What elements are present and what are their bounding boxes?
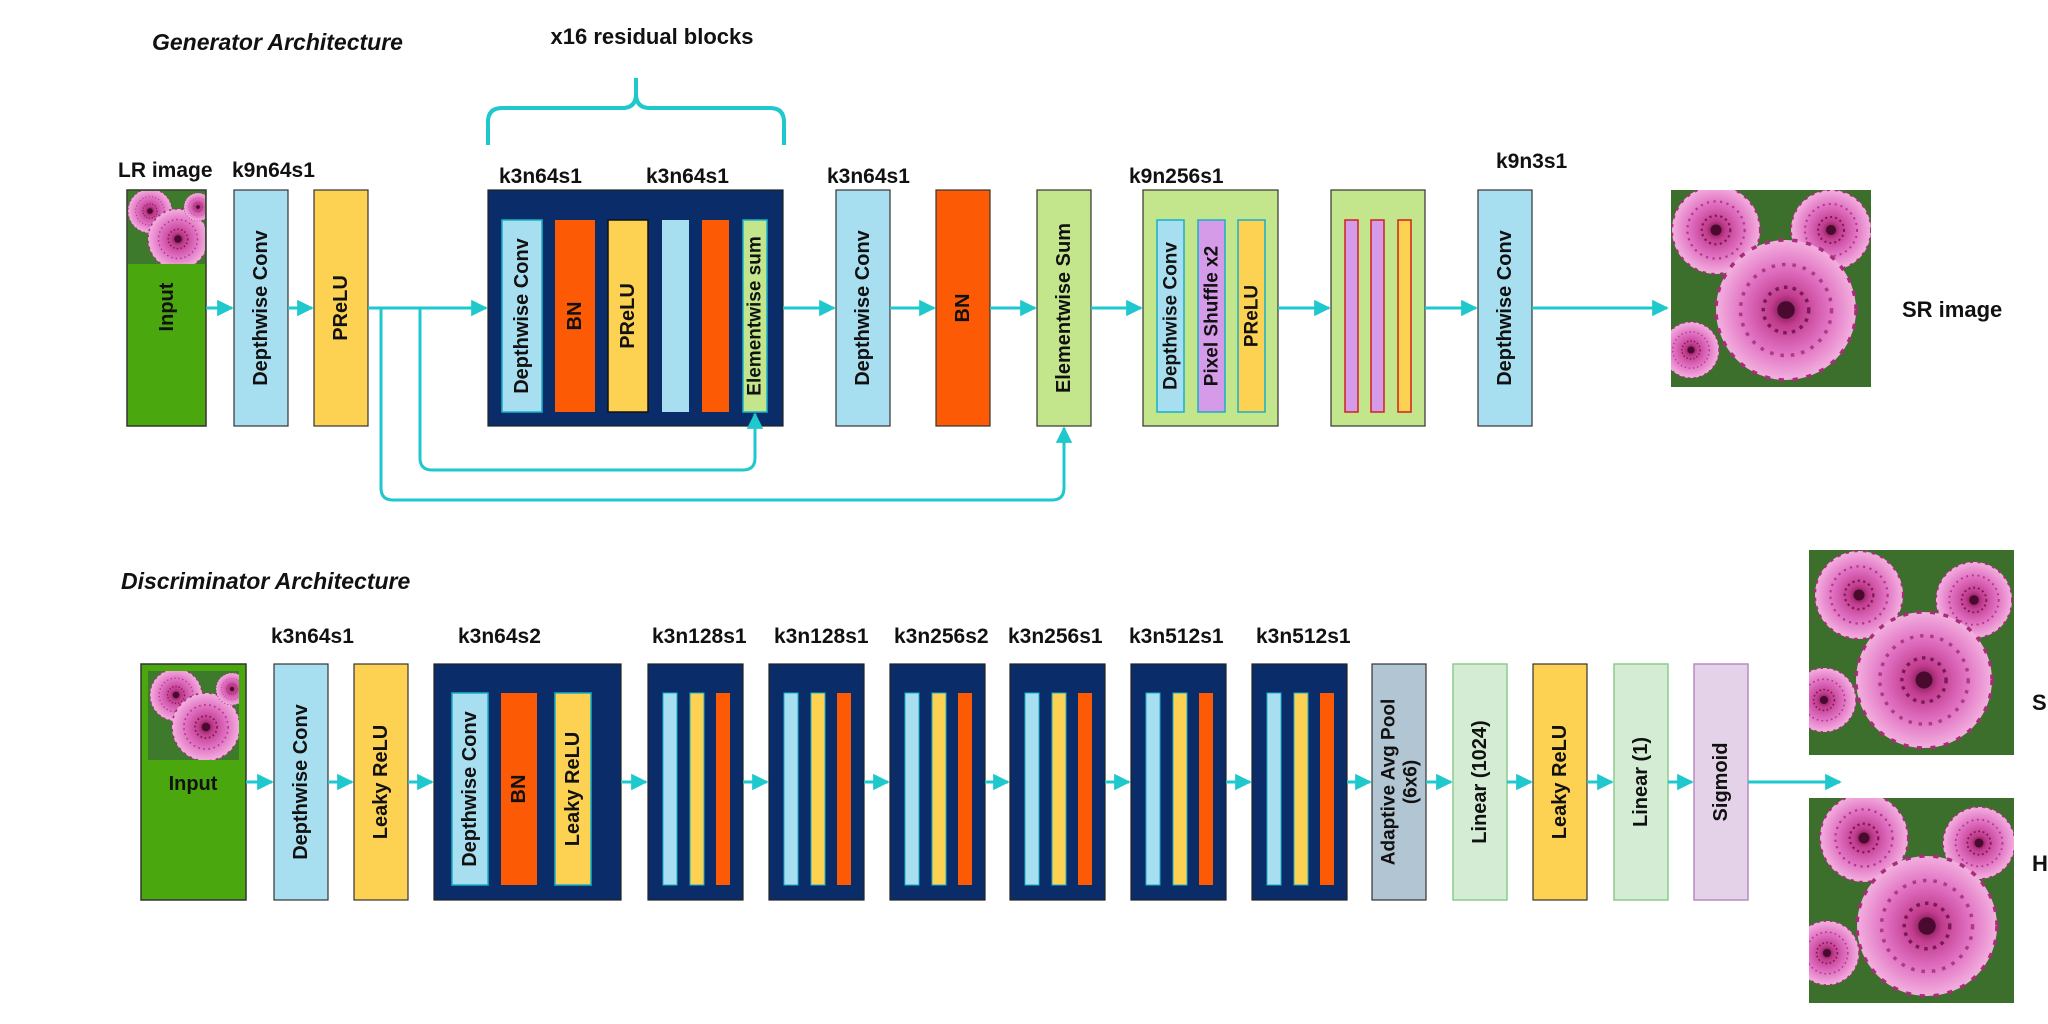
disc-linear-1024-text: Linear (1024) (1469, 720, 1491, 843)
disc-sigmoid: Sigmoid (1693, 663, 1749, 901)
disc-block1-leaky-text: Leaky ReLU (562, 732, 584, 847)
disc-linear-1: Linear (1) (1613, 663, 1669, 901)
gen-depthwise-conv-1-text: Depthwise Conv (250, 229, 272, 385)
gen-elementwise-sum-text: Elementwise Sum (1053, 223, 1075, 393)
gen-depthwise-conv-1: Depthwise Conv (233, 189, 289, 427)
disc-adaptive-pool-size-text: (6x6) (1401, 760, 1422, 804)
disc-input-text: Input (169, 773, 218, 795)
gen-depthwise-conv-2: Depthwise Conv (835, 189, 891, 427)
disc-depthwise-conv-1-text: Depthwise Conv (290, 703, 312, 859)
disc-label-6: k3n256s1 (1008, 625, 1103, 648)
residual-brace (486, 78, 786, 145)
ups-prelu-text: PReLU (1242, 285, 1263, 347)
gen-bn-text: BN (952, 294, 974, 323)
gen-depthwise-conv-3-text: Depthwise Conv (1494, 229, 1516, 385)
gen-input-block: Input (126, 189, 207, 427)
disc-output-hr-image (1809, 798, 2014, 1003)
disc-output-label-hr: HR image (2032, 851, 2048, 876)
disc-label-2: k3n64s2 (458, 625, 541, 648)
disc-leaky-relu-2: Leaky ReLU (1532, 663, 1588, 901)
generator-title: Generator Architecture (152, 29, 403, 55)
ups-pixel-shuffle-text: Pixel Shuffle x2 (1202, 246, 1223, 386)
ups-depthwise-conv-text: Depthwise Conv (1161, 242, 1182, 390)
disc-label-3: k3n128s1 (652, 625, 747, 648)
disc-leaky-relu-1: Leaky ReLU (353, 663, 409, 901)
gen-upsample-block-2 (1330, 189, 1426, 427)
gen-upsample-block-1: Depthwise Conv Pixel Shuffle x2 PReLU (1142, 189, 1279, 427)
disc-conv-block-2 (647, 663, 744, 901)
res-conv-2 (662, 220, 689, 412)
gen-elementwise-sum: Elementwise Sum (1036, 189, 1092, 427)
disc-leaky-relu-2-text: Leaky ReLU (1549, 725, 1571, 840)
gen-arrows (206, 299, 1669, 502)
gen-input-text: Input (156, 282, 178, 331)
disc-label-5: k3n256s2 (894, 625, 989, 648)
gen-depthwise-conv-2-text: Depthwise Conv (852, 229, 874, 385)
lr-image-thumbnail (128, 191, 205, 264)
gen-label-res-conv-b: k3n64s1 (646, 165, 729, 188)
disc-linear-1024: Linear (1024) (1452, 663, 1508, 901)
gen-depthwise-conv-3: Depthwise Conv (1477, 189, 1533, 427)
res-prelu-text: PReLU (617, 283, 639, 349)
disc-label-8: k3n512s1 (1256, 625, 1351, 648)
disc-block1-conv-text: Depthwise Conv (459, 710, 481, 866)
sr-image-label: SR image (1902, 297, 2002, 322)
sr-image (1671, 190, 1871, 387)
discriminator-title: Discriminator Architecture (121, 568, 410, 594)
lr-image-label: LR image (118, 159, 213, 182)
disc-label-4: k3n128s1 (774, 625, 869, 648)
disc-depthwise-conv-1: Depthwise Conv (273, 663, 329, 901)
gen-prelu-1-text: PReLU (330, 275, 352, 341)
res-bn-text: BN (564, 302, 586, 331)
disc-conv-block-3 (768, 663, 865, 901)
disc-output-label-sr: SR image (2032, 690, 2048, 715)
disc-linear-1-text: Linear (1) (1630, 737, 1652, 827)
res-elementwise-sum-text: Elementwise sum (745, 236, 766, 395)
disc-input-thumbnail (148, 671, 239, 760)
disc-conv-block-5 (1009, 663, 1106, 901)
disc-conv-block-1: Depthwise Conv BN Leaky ReLU (433, 663, 622, 901)
gen-prelu-1: PReLU (313, 189, 369, 427)
gen-label-post-conv: k3n64s1 (827, 165, 910, 188)
gen-label-final-conv: k9n3s1 (1496, 150, 1568, 173)
disc-input-block: Input (140, 663, 247, 901)
disc-adaptive-pool: Adaptive Avg Pool (6x6) (1371, 663, 1427, 901)
gen-label-upsample: k9n256s1 (1129, 165, 1224, 188)
disc-output-sr-image (1809, 550, 2014, 755)
res-depthwise-conv-text: Depthwise Conv (511, 237, 533, 393)
disc-adaptive-pool-text: Adaptive Avg Pool (1379, 699, 1400, 865)
gen-residual-block: Depthwise Conv BN PReLU Elementwise sum (487, 189, 784, 427)
gen-label-input-conv: k9n64s1 (232, 159, 315, 182)
disc-sigmoid-text: Sigmoid (1710, 743, 1732, 822)
disc-label-1: k3n64s1 (271, 625, 354, 648)
disc-block1-bn-text: BN (508, 775, 530, 804)
disc-conv-block-4 (889, 663, 986, 901)
disc-conv-block-6 (1130, 663, 1227, 901)
gen-bn: BN (935, 189, 991, 427)
disc-label-7: k3n512s1 (1129, 625, 1224, 648)
disc-conv-block-7 (1251, 663, 1348, 901)
disc-leaky-relu-1-text: Leaky ReLU (370, 725, 392, 840)
res-bn-2 (702, 220, 729, 412)
gen-label-res-conv-a: k3n64s1 (499, 165, 582, 188)
residual-label: x16 residual blocks (551, 24, 754, 49)
